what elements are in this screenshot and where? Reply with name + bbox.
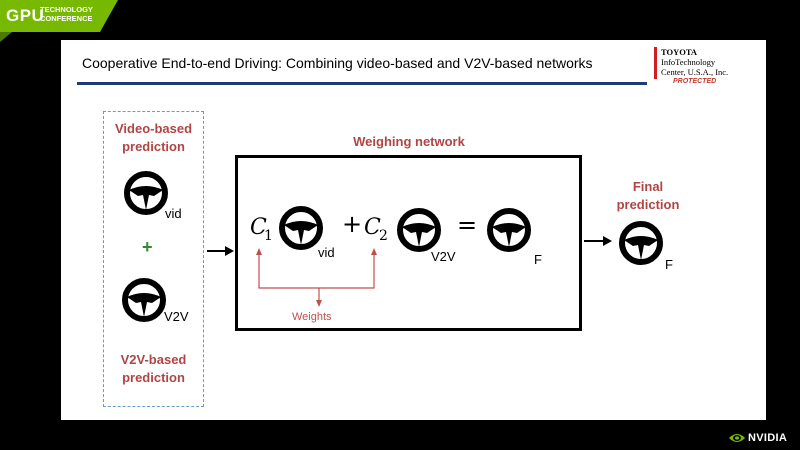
toyota-logo-bar — [654, 47, 657, 79]
steering-wheel-icon — [279, 206, 323, 250]
video-label-line1: Video-based — [114, 121, 193, 136]
steering-wheel-icon — [124, 171, 168, 215]
slide: Cooperative End-to-end Driving: Combinin… — [61, 40, 766, 420]
gtc-badge-notch — [0, 32, 12, 42]
video-sub: vid — [165, 206, 182, 221]
network-f-sub: F — [534, 252, 542, 267]
diagram-arrows — [207, 236, 612, 307]
gtc-brand: GPU — [6, 6, 45, 25]
weighing-network-title: Weighing network — [353, 134, 465, 149]
final-label-line1: Final — [632, 179, 664, 194]
final-prediction-label: Final prediction — [608, 178, 688, 214]
network-v2v-sub: V2V — [431, 249, 456, 264]
toyota-logo: TOYOTA InfoTechnology Center, U.S.A., In… — [651, 45, 763, 89]
coefficient-c2-sub: 2 — [379, 228, 388, 244]
v2v-label-line2: prediction — [122, 370, 185, 385]
gtc-subtitle-line1: TECHNOLOGY — [40, 5, 93, 14]
video-label-line2: prediction — [122, 139, 185, 154]
network-vid-sub: vid — [318, 245, 335, 260]
protected-label: PROTECTED — [673, 78, 717, 85]
nvidia-eye-icon — [729, 434, 745, 442]
input-arrow — [207, 246, 234, 256]
weighing-network-box — [235, 155, 582, 331]
final-label-line2: prediction — [616, 197, 680, 212]
network-equals: = — [457, 211, 478, 239]
toyota-logo-line1: InfoTechnology — [661, 57, 716, 67]
toyota-logo-line2: Center, U.S.A., Inc. — [661, 67, 729, 77]
title-rule — [77, 82, 647, 85]
steering-wheel-icon — [487, 208, 531, 252]
coefficient-c2: C — [364, 215, 381, 240]
gtc-subtitle: TECHNOLOGY CONFERENCE — [40, 5, 93, 23]
final-f-sub: F — [665, 257, 673, 272]
weights-bracket — [256, 248, 377, 307]
weights-label: Weights — [292, 311, 332, 323]
output-arrow — [584, 236, 612, 246]
v2v-prediction-label: V2V-based prediction — [103, 351, 204, 387]
steering-wheel-icon — [619, 221, 663, 265]
steering-wheel-icon — [122, 278, 166, 322]
video-prediction-label: Video-based prediction — [103, 120, 204, 156]
steering-wheel-icon — [397, 208, 441, 252]
inputs-box — [103, 111, 204, 407]
nvidia-logo-text: NVIDIA — [748, 432, 788, 444]
network-plus: + — [342, 210, 363, 238]
coefficient-c1-sub: 1 — [264, 228, 273, 244]
inputs-plus: + — [142, 237, 153, 257]
gtc-badge — [0, 0, 118, 32]
v2v-sub: V2V — [164, 309, 189, 324]
slide-title: Cooperative End-to-end Driving: Combinin… — [82, 55, 593, 71]
v2v-label-line1: V2V-based — [120, 352, 187, 367]
gtc-subtitle-line2: CONFERENCE — [40, 14, 93, 23]
coefficient-c1: C — [250, 215, 267, 240]
toyota-logo-name: TOYOTA — [661, 47, 698, 57]
